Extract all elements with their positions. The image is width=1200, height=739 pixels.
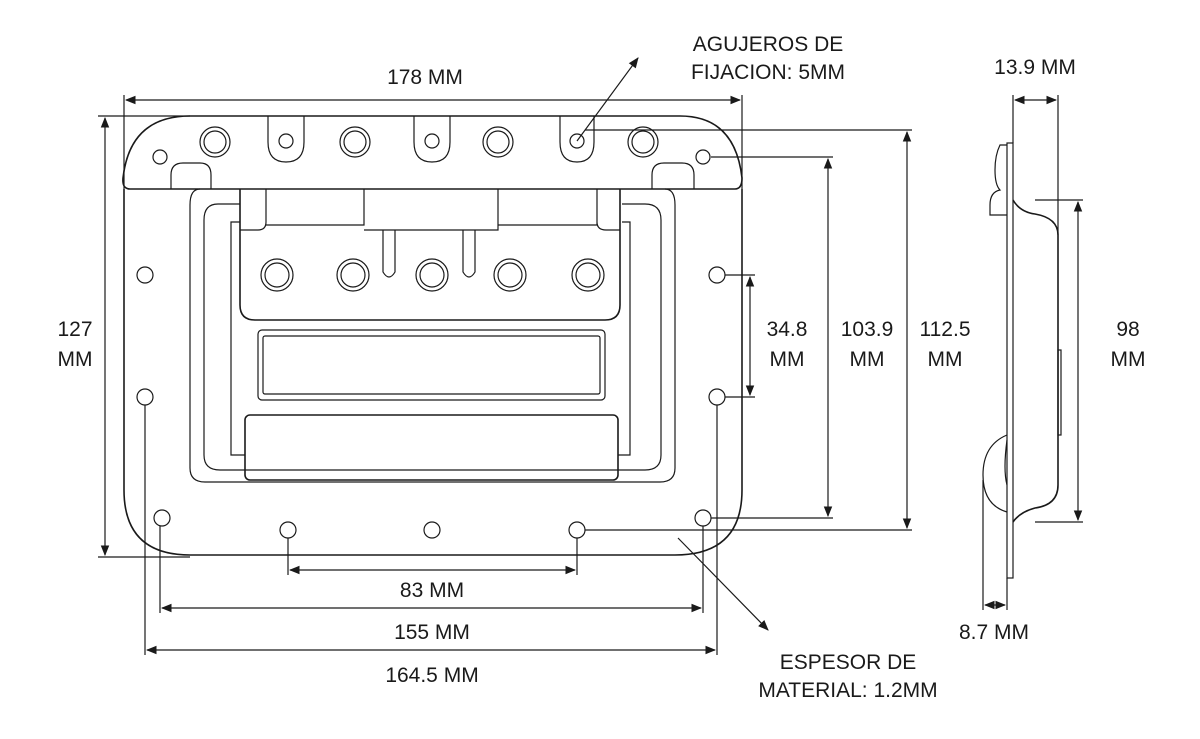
- dim-164: 164.5 MM: [385, 664, 478, 687]
- dim-127-unit: MM: [58, 348, 93, 371]
- dim-34-unit: MM: [770, 348, 805, 371]
- mounting-holes: [136, 266, 726, 539]
- recess-outer: [189, 188, 676, 483]
- thickness-note-2: MATERIAL: 1.2MM: [758, 679, 937, 702]
- flange-holes: [152, 126, 711, 165]
- front-view: [122, 115, 743, 556]
- recess-inner: [203, 203, 662, 471]
- dim-155: 155 MM: [394, 621, 470, 644]
- dim-103-num: 103.9: [841, 318, 894, 341]
- dim-103-unit: MM: [850, 348, 885, 371]
- labels: 178 MM 127 MM 34.8 MM 103.9 MM 112.5 MM …: [57, 33, 1145, 702]
- slot: [559, 116, 595, 163]
- base-plate: [123, 189, 743, 556]
- handle: [239, 189, 621, 481]
- dim-112-unit: MM: [928, 348, 963, 371]
- dim-8: 8.7 MM: [959, 621, 1029, 644]
- dim-13: 13.9 MM: [994, 56, 1076, 79]
- dim-83: 83 MM: [400, 579, 464, 602]
- holes-note-1: AGUJEROS DE: [693, 33, 844, 56]
- side-view: [982, 95, 1083, 610]
- slot: [267, 116, 305, 163]
- dim-112-num: 112.5: [920, 318, 971, 341]
- dim-178: 178 MM: [387, 66, 463, 89]
- thickness-note-1: ESPESOR DE: [780, 651, 917, 674]
- holes-note-2: FIJACION: 5MM: [691, 61, 845, 84]
- slot: [413, 116, 451, 163]
- dim-98-unit: MM: [1111, 348, 1146, 371]
- dimension-lines: [98, 57, 912, 655]
- dim-98-num: 98: [1116, 318, 1139, 341]
- dim-127-num: 127: [57, 318, 92, 341]
- dim-34-num: 34.8: [767, 318, 808, 341]
